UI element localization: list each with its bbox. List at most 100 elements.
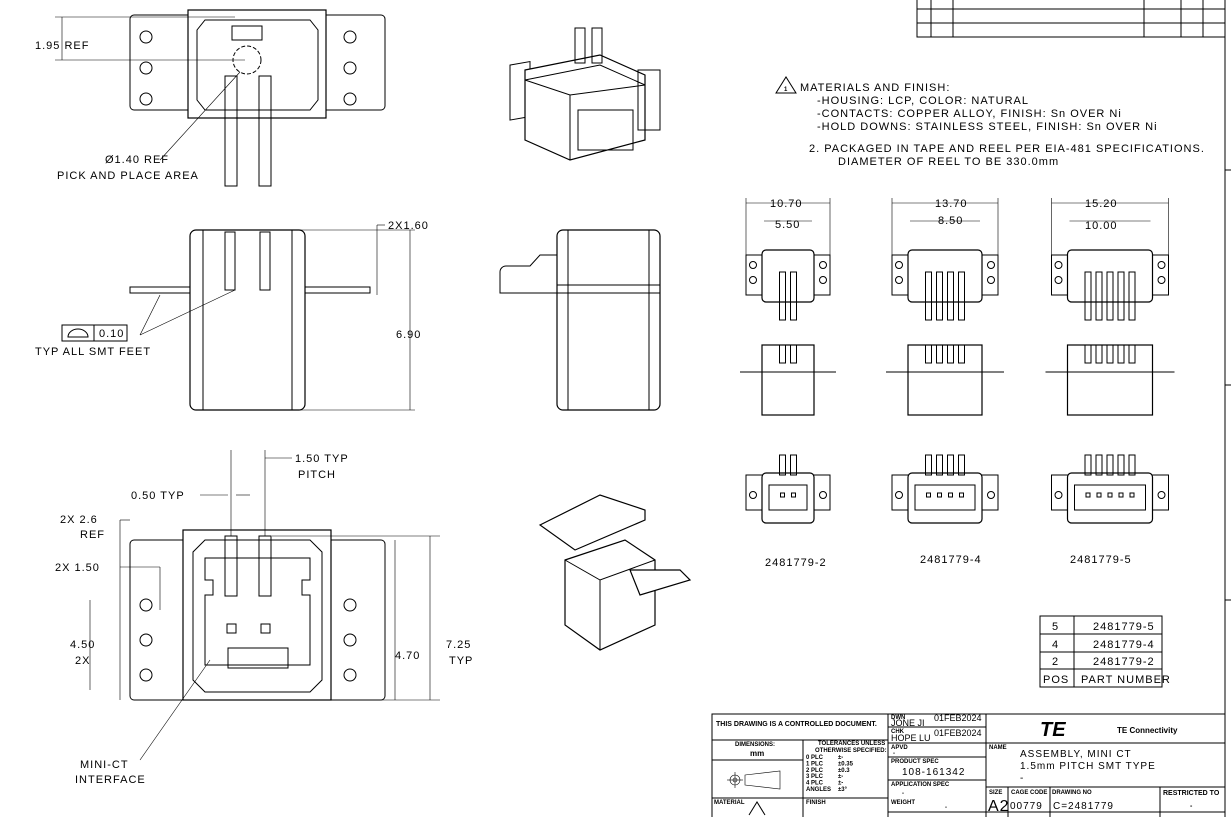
zone-ticks <box>1225 169 1231 601</box>
variant-side-pin <box>1095 344 1103 364</box>
bottom-view <box>89 450 440 761</box>
dim-2x1-60: 2X1.60 <box>388 220 429 232</box>
variant-contact <box>1096 492 1102 498</box>
variant-side-view <box>761 344 815 416</box>
dim-4-70: 4.70 <box>395 650 420 662</box>
variant-mount-hole <box>819 491 827 499</box>
variant-contact <box>948 492 953 498</box>
variant-pin <box>947 271 954 321</box>
material-label: MATERIAL <box>714 800 745 806</box>
variant-mount-hole <box>987 276 995 284</box>
title-line-3: - <box>1020 773 1024 784</box>
tolerance-entry: ANGLES <box>806 787 831 793</box>
variant-side-pin <box>790 344 797 364</box>
apvd-value: - <box>893 751 895 757</box>
variant-bottom-body <box>1066 472 1154 524</box>
variant-mount-hole <box>895 261 903 269</box>
drawing-number: C=2481779 <box>1053 801 1114 812</box>
drawing-no-label: DRAWING NO <box>1052 790 1092 796</box>
variant-bottom-pin <box>1106 454 1114 476</box>
title-line-2: 1.5mm PITCH SMT TYPE <box>1020 761 1156 772</box>
variant-part-number: 2481779-2 <box>765 557 827 569</box>
variant-bottom-pin <box>936 454 943 476</box>
tolerance-entry: ±- <box>838 774 843 780</box>
product-spec-label: PRODUCT SPEC <box>891 759 939 765</box>
tolerance-entry: ±0.3 <box>838 768 850 774</box>
variant-contact <box>780 492 785 498</box>
variant-side-pin <box>1128 344 1136 364</box>
title-block <box>711 713 1226 817</box>
variant-bottom-pin <box>958 454 965 476</box>
variant-bottom-pin <box>1095 454 1103 476</box>
variant-pin <box>1106 271 1114 321</box>
variant-side-view <box>907 344 983 416</box>
variant-side-pin <box>958 344 965 364</box>
variant-side-pin <box>947 344 954 364</box>
size-label: SIZE <box>989 790 1002 796</box>
variant-inner-dim: 10.00 <box>1085 220 1118 232</box>
pos-cell: 5 <box>1052 621 1059 633</box>
dim-0-50-typ: 0.50 TYP <box>131 490 185 502</box>
chk-label: CHK <box>891 729 905 735</box>
size-value: A2 <box>988 798 1010 815</box>
interface-label: INTERFACE <box>75 774 146 786</box>
variant-side-pin <box>779 344 786 364</box>
variant-part-number: 2481779-4 <box>920 554 982 566</box>
flatness-value: 0.10 <box>99 328 124 340</box>
dim-pitch-label: PITCH <box>298 469 336 481</box>
dim-1-95-ref: 1.95 REF <box>35 40 89 52</box>
tolerance-entry: 4 PLC <box>806 781 824 787</box>
variant-pin <box>958 271 965 321</box>
variant-bottom-body <box>907 472 983 524</box>
dwn-name: JONE JI <box>891 718 925 728</box>
variant-contact <box>1118 492 1124 498</box>
part-number-cell: 2481779-5 <box>1093 621 1155 633</box>
pos-header: POS <box>1043 674 1069 686</box>
notes: 1 MATERIALS AND FINISH: -HOUSING: LCP, C… <box>775 76 1205 168</box>
variant-pin <box>936 271 943 321</box>
variant-mount-hole <box>1054 261 1063 269</box>
tolerance-entry: 0 PLC <box>806 755 824 761</box>
controlled-document-note: THIS DRAWING IS A CONTROLLED DOCUMENT. <box>716 721 877 728</box>
variant-side-pin <box>1106 344 1114 364</box>
dim-dia-1-40-ref: Ø1.40 REF <box>105 154 169 166</box>
note-flag-number: 1 <box>784 87 788 93</box>
chk-name: HOPE LU <box>891 733 931 743</box>
variant-mount-hole <box>987 261 995 269</box>
tolerance-entry: 2 PLC <box>806 768 824 774</box>
side-view <box>61 224 415 411</box>
restricted-to-value: - <box>1190 803 1193 810</box>
variant-contact <box>791 492 796 498</box>
variant-contact <box>1085 492 1091 498</box>
variant-pin <box>925 271 932 321</box>
variant-top-view-body <box>761 249 815 303</box>
variant-part-number: 2481779-5 <box>1070 554 1132 566</box>
name-label: NAME <box>989 745 1007 751</box>
part-number-cell: 2481779-4 <box>1093 639 1155 651</box>
note-2-line-1: 2. PACKAGED IN TAPE AND REEL PER EIA-481… <box>809 143 1205 155</box>
dim-ref-label: REF <box>80 529 105 541</box>
note-1-housing: -HOUSING: LCP, COLOR: NATURAL <box>817 95 1029 107</box>
variant-mount-hole <box>1054 491 1063 499</box>
dwn-date: 01FEB2024 <box>934 713 982 723</box>
variant-inner-dim: 8.50 <box>938 215 963 227</box>
application-spec: - <box>902 791 904 797</box>
smt-feet-note: TYP ALL SMT FEET <box>35 346 151 358</box>
tolerance-entry: ±0.35 <box>838 761 854 767</box>
variant-mount-hole <box>895 276 903 284</box>
variant-side-pin <box>936 344 943 364</box>
variant-mount-hole <box>749 276 757 284</box>
isometric-view-top <box>509 27 661 161</box>
tolerance-entry: ±- <box>838 755 843 761</box>
dim-6-90: 6.90 <box>396 329 421 341</box>
variant-bottom-pin <box>1117 454 1125 476</box>
dwn-label: DWN <box>891 715 905 721</box>
variant-pin <box>1128 271 1136 321</box>
variant-bottom-pin <box>779 454 786 476</box>
variant-views <box>740 198 1175 524</box>
mini-ct-label: MINI-CT <box>80 759 129 771</box>
dim-4-50: 4.50 <box>70 639 95 651</box>
variant-mount-hole <box>819 276 827 284</box>
dim-7-25-typ: TYP <box>449 655 473 667</box>
